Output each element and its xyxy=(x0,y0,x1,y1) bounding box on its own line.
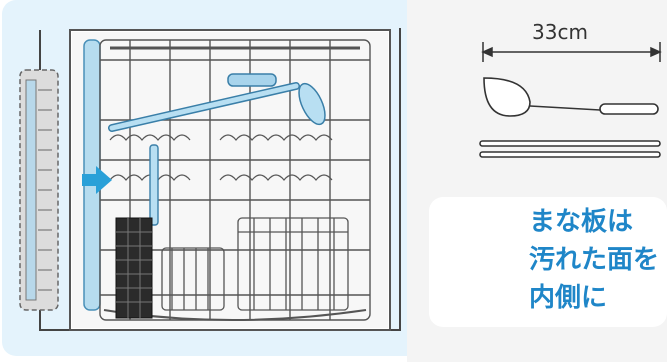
arrow-right-icon xyxy=(82,166,112,194)
tip-card: まな板は 汚れた面を 内側に xyxy=(429,197,667,327)
chopsticks-icon xyxy=(479,140,661,158)
dimension-line xyxy=(481,42,662,62)
length-label: 33cm xyxy=(532,20,588,44)
tip-line-2: 汚れた面を xyxy=(529,245,660,275)
lower-rack-baskets xyxy=(161,217,349,311)
cutlery-basket xyxy=(115,217,153,319)
tip-line-3: 内側に xyxy=(529,283,608,313)
tip-line-1: まな板は xyxy=(529,207,634,237)
ladle-in-rack xyxy=(108,73,326,132)
utensil-vertical xyxy=(149,144,159,226)
side-door-panel xyxy=(19,69,59,311)
tip-text: まな板は 汚れた面を 内側に xyxy=(529,203,659,317)
ladle-icon xyxy=(483,77,659,117)
dish-rack xyxy=(99,39,371,321)
